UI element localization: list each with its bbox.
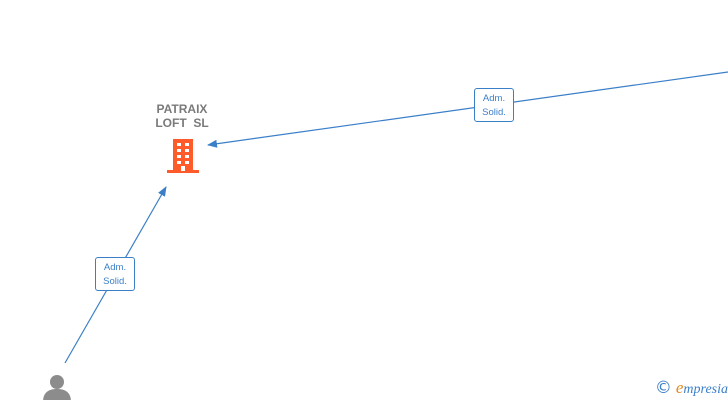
brand-logo[interactable]: e mpresia xyxy=(676,378,728,398)
company-name[interactable]: PATRAIX LOFT SL xyxy=(132,102,232,130)
brand-logo-rest: mpresia xyxy=(683,382,728,397)
footer-brand: © e mpresia xyxy=(655,378,728,398)
copyright-icon: © xyxy=(654,378,672,398)
relation-label-line2: Solid. xyxy=(103,276,127,287)
person-icon[interactable] xyxy=(40,374,74,400)
edge-top-right-to-company xyxy=(207,71,728,148)
relation-label-top[interactable]: Adm. Solid. xyxy=(474,88,514,122)
relation-label-line1: Adm. xyxy=(103,262,127,273)
brand-logo-first-letter: e xyxy=(675,378,684,397)
relation-label-left[interactable]: Adm. Solid. xyxy=(95,257,135,291)
company-name-line1: PATRAIX xyxy=(156,102,208,116)
company-name-line2: LOFT SL xyxy=(155,116,209,130)
relation-label-line2: Solid. xyxy=(482,107,506,118)
relation-label-line1: Adm. xyxy=(482,93,506,104)
building-icon[interactable] xyxy=(166,138,200,174)
